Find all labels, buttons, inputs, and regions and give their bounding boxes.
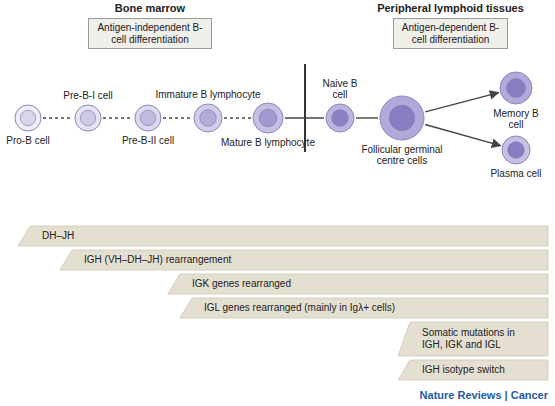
connector — [425, 93, 498, 112]
cell-node: Follicular germinal centre cells — [379, 95, 425, 141]
stage-text: Antigen-independent B-cell differentiati… — [95, 22, 205, 46]
cell-body — [194, 104, 222, 132]
cell-circle — [499, 71, 533, 105]
cell-node: Pre-B-I cell — [74, 104, 102, 132]
connector — [163, 117, 192, 119]
cell-circle — [252, 102, 284, 134]
cell-label: Follicular germinal centre cells — [352, 144, 452, 166]
band-fill — [180, 298, 548, 318]
cell-body — [15, 105, 41, 131]
cell-label: Naive B cell — [318, 78, 362, 100]
cell-nucleus — [80, 110, 95, 125]
cell-label: Pre-B-I cell — [58, 90, 118, 101]
rearrangement-band: DH–JH — [18, 226, 548, 246]
cell-nucleus — [140, 110, 155, 125]
cell-body — [326, 104, 354, 132]
cell-nucleus — [507, 79, 526, 98]
region-heading: Peripheral lymphoid tissues — [374, 2, 527, 14]
cell-body — [75, 105, 101, 131]
band-fill — [18, 226, 548, 246]
cell-circle — [193, 103, 223, 133]
publisher-credit: Nature Reviews | Cancer — [400, 389, 548, 401]
cell-body — [500, 72, 532, 104]
band-shape — [18, 226, 548, 246]
cell-nucleus — [20, 110, 35, 125]
cell-circle — [325, 103, 355, 133]
connector — [356, 117, 378, 118]
cell-nucleus — [389, 105, 414, 130]
cell-label: Mature B lymphocyte — [213, 137, 323, 148]
band-fill — [398, 360, 548, 380]
connector — [224, 117, 251, 119]
connector — [103, 117, 133, 119]
cell-nucleus — [332, 110, 349, 127]
cell-circle — [501, 135, 531, 165]
band-fill — [398, 322, 548, 356]
cell-nucleus — [200, 110, 217, 127]
cell-body — [135, 105, 161, 131]
stage-box: Peripheral lymphoid tissuesAntigen-depen… — [393, 18, 508, 49]
cell-node: Pro-B cell — [14, 104, 42, 132]
band-fill — [60, 250, 548, 270]
cell-circle — [74, 104, 102, 132]
band-text: IGK genes rearranged — [192, 274, 291, 294]
cell-circle — [14, 104, 42, 132]
cell-node: Naive B cell — [325, 103, 355, 133]
connector — [425, 124, 500, 145]
stage-text: Antigen-dependent B-cell differentiation — [400, 22, 501, 46]
connector — [43, 117, 73, 119]
cell-body — [380, 96, 424, 140]
cell-node: Immature B lymphocyte — [193, 103, 223, 133]
band-text: IGL genes rearranged (mainly in Igλ+ cel… — [204, 298, 395, 318]
rearrangement-band: Somatic mutations in IGH, IGK and IGL — [398, 322, 548, 356]
band-text: IGH (VH–DH–JH) rearrangement — [84, 250, 231, 270]
cell-circle — [134, 104, 162, 132]
cell-label: Pre-B-II cell — [113, 135, 183, 146]
cell-label: Plasma cell — [486, 168, 546, 179]
rearrangement-band: IGL genes rearranged (mainly in Igλ+ cel… — [180, 298, 548, 318]
band-text: IGH isotype switch — [422, 360, 505, 380]
band-text: DH–JH — [42, 226, 74, 246]
rearrangement-band: IGK genes rearranged — [168, 274, 548, 294]
connector — [285, 117, 324, 118]
cell-label: Memory B cell — [493, 108, 539, 130]
cell-label: Immature B lymphocyte — [148, 89, 268, 100]
band-fill — [168, 274, 548, 294]
cell-label: Pro-B cell — [0, 135, 58, 146]
cell-body — [253, 103, 283, 133]
cell-circle — [379, 95, 425, 141]
rearrangement-band: IGH (VH–DH–JH) rearrangement — [60, 250, 548, 270]
cell-node: Pre-B-II cell — [134, 104, 162, 132]
band-text: Somatic mutations in IGH, IGK and IGL — [422, 322, 534, 356]
cell-node: Plasma cell — [501, 135, 531, 165]
stage-box: Bone marrowAntigen-independent B-cell di… — [88, 18, 212, 49]
cell-node: Memory B cell — [499, 71, 533, 105]
rearrangement-band: IGH isotype switch — [398, 360, 548, 380]
cell-node: Mature B lymphocyte — [252, 102, 284, 134]
cell-nucleus — [259, 109, 277, 127]
cell-nucleus — [508, 142, 525, 159]
region-heading: Bone marrow — [69, 2, 231, 14]
cell-body — [502, 136, 530, 164]
